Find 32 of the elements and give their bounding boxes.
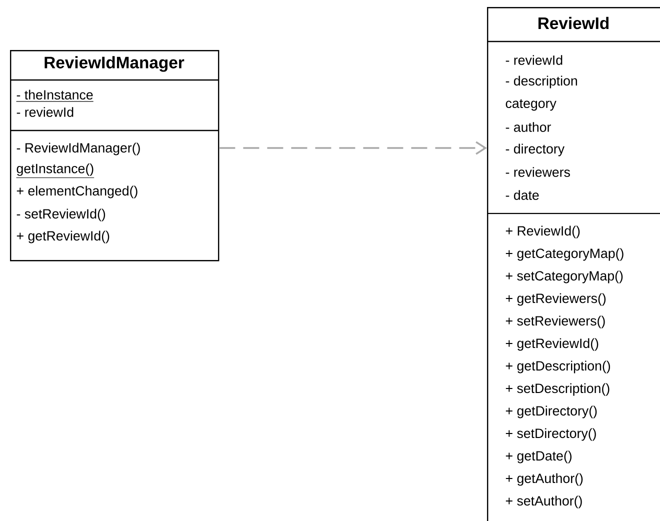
method-text: - setReviewId() xyxy=(16,208,106,222)
method-text: + getReviewId() xyxy=(16,230,110,244)
class-box xyxy=(487,7,660,521)
method-text: + getCategoryMap() xyxy=(506,248,624,261)
attribute-text: - date xyxy=(506,190,539,200)
class-name: ReviewIdManager xyxy=(44,56,184,72)
method-text: + getReviewId() xyxy=(506,338,598,351)
method-text: - ReviewIdManager() xyxy=(16,142,140,156)
attribute-text: - reviewId xyxy=(16,107,74,117)
class-box xyxy=(10,50,220,262)
attribute-text: - directory xyxy=(506,144,564,156)
attribute-text: category xyxy=(506,99,556,111)
method-text: getInstance() xyxy=(16,163,94,178)
method-text: + setCategoryMap() xyxy=(506,270,623,284)
dependency-arrow xyxy=(219,141,487,155)
method-text: + setDescription() xyxy=(506,383,610,396)
method-text: + ReviewId() xyxy=(506,226,580,238)
method-text: + setReviewers() xyxy=(506,316,605,328)
method-text: + getDirectory() xyxy=(506,406,597,418)
method-text: + setDirectory() xyxy=(506,428,596,441)
method-text: + getDescription() xyxy=(506,360,610,374)
attribute-text: - reviewers xyxy=(506,167,570,177)
attribute-text: - description xyxy=(506,76,577,88)
method-text: + getAuthor() xyxy=(506,473,583,486)
class-name: ReviewId xyxy=(538,16,609,30)
attribute-text: - theInstance xyxy=(16,90,94,102)
method-text: + setAuthor() xyxy=(506,496,582,508)
method-text: + elementChanged() xyxy=(16,186,138,198)
attribute-text: - reviewId xyxy=(506,55,562,65)
method-text: + getDate() xyxy=(506,450,572,464)
attribute-text: - author xyxy=(506,122,551,132)
method-text: + getReviewers() xyxy=(506,293,606,306)
